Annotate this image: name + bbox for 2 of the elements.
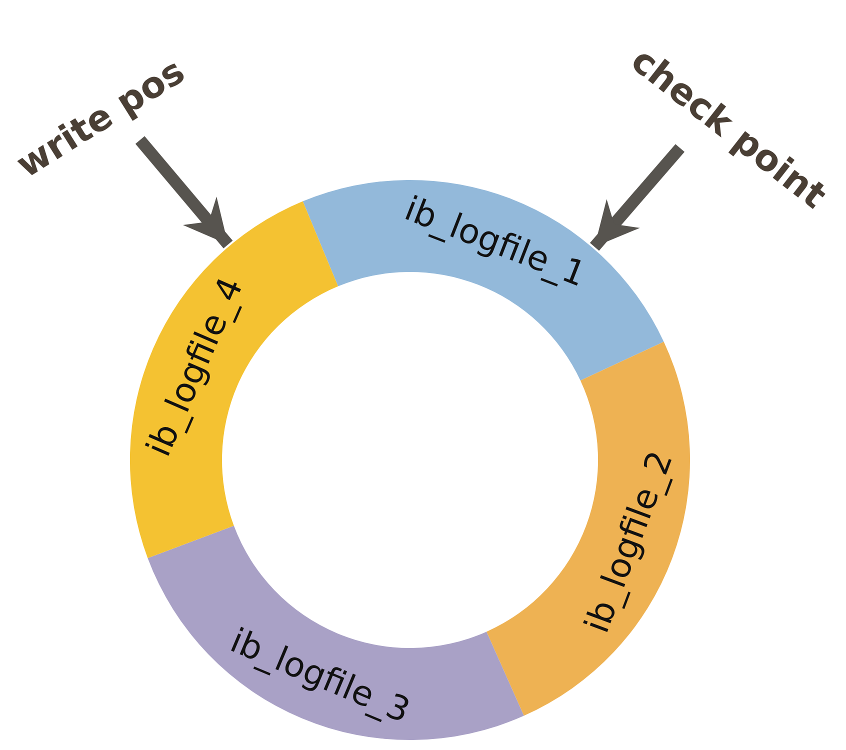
- arrow: [135, 136, 233, 248]
- arrow: [590, 144, 685, 251]
